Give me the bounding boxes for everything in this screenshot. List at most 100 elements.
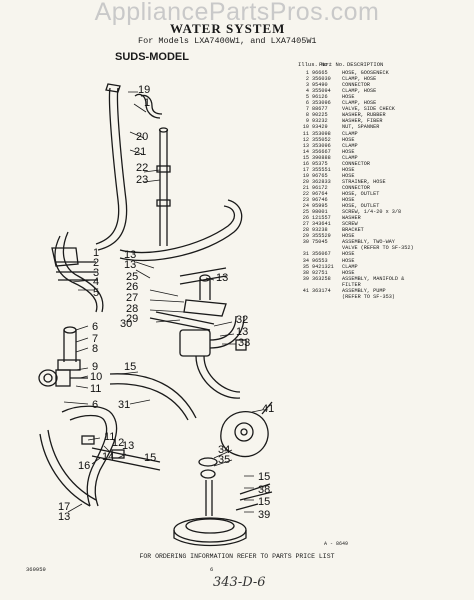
- part-number: 9421321: [312, 263, 334, 270]
- callout-17: 17: [58, 501, 70, 513]
- illus-number: 6: [305, 100, 309, 107]
- callout-26: 26: [126, 281, 138, 293]
- part-description: WASHER: [342, 215, 361, 222]
- part-number: 355094: [312, 88, 331, 95]
- illus-number: 4: [305, 88, 309, 95]
- part-description: VALVE, SIDE CHECK: [342, 106, 395, 113]
- illus-number: 16: [302, 160, 309, 167]
- parts-list-row: VALVE (REFER TO SF-352): [298, 245, 470, 251]
- callout-10: 10: [90, 371, 102, 383]
- callout-35: 35: [218, 454, 230, 466]
- part-description: ASSEMBLY, MANIFOLD &: [342, 275, 405, 282]
- two-way-valve-assembly: [149, 274, 247, 357]
- part-number: 98001: [312, 209, 328, 216]
- callout-1: 1: [144, 97, 150, 109]
- part-number: 390888: [312, 154, 331, 161]
- illus-number: 35: [302, 263, 309, 270]
- part-number: 93429: [312, 124, 328, 131]
- part-description: CONNECTOR: [342, 160, 371, 167]
- part-number: 93238: [312, 227, 328, 234]
- part-description: HOSE, GOOSENECK: [342, 70, 389, 77]
- part-number: 96746: [312, 197, 328, 204]
- callout-13f: 13: [58, 511, 70, 523]
- callout-12: 12: [112, 437, 124, 449]
- part-number: 362833: [312, 178, 331, 185]
- illus-number: 11: [302, 130, 309, 137]
- part-number: 96126: [312, 94, 328, 101]
- handwritten-note: 343-D-6: [213, 575, 266, 590]
- callout-14: 14: [102, 451, 114, 463]
- illus-number: 21: [302, 184, 309, 191]
- illus-number: 13: [302, 142, 309, 149]
- part-description: HOSE: [342, 148, 355, 155]
- callout-22: 22: [136, 162, 148, 174]
- callout-34: 34: [218, 444, 230, 456]
- part-description: CLAMP, HOSE: [342, 88, 377, 95]
- part-description: SCREW, 1/4-20 x 3/8: [342, 209, 402, 216]
- part-number: 121557: [312, 215, 331, 222]
- callout-28: 28: [126, 303, 138, 315]
- page-number: 6: [210, 566, 214, 573]
- callout-16: 16: [78, 460, 90, 472]
- check-valve-assembly: [38, 326, 88, 387]
- part-number: 355052: [312, 136, 331, 143]
- elbow-hose-top: [134, 93, 163, 119]
- part-description: CLAMP: [342, 263, 358, 270]
- callout-11b: 11: [104, 431, 115, 443]
- illus-number: 2: [305, 76, 309, 83]
- callout-25: 25: [126, 271, 138, 283]
- models-line: For Models LXA7400W1, and LXA7405W1: [138, 36, 317, 46]
- part-description: HOSE: [342, 269, 355, 276]
- part-number: 93232: [312, 118, 328, 125]
- callout-13c: 13: [216, 272, 228, 284]
- part-description: WASHER, FIBER: [342, 118, 383, 125]
- callout-32: 32: [236, 314, 248, 326]
- callout-8: 8: [92, 343, 98, 355]
- callout-13b: 13: [124, 259, 136, 271]
- illus-number: 1: [305, 70, 309, 77]
- callout-numbers: 19 1 20 21 22 23 1 2 3 4 5 13 13 25 26 2…: [58, 84, 274, 523]
- part-description: HOSE, OUTLET: [342, 203, 380, 210]
- illus-number: 31: [302, 251, 309, 258]
- part-description: ASSEMBLY, PUMP: [342, 287, 386, 294]
- callout-13e: 13: [122, 440, 134, 452]
- illus-number: 29: [302, 233, 309, 240]
- part-number: 353096: [312, 142, 331, 149]
- illus-number: 19: [302, 172, 309, 179]
- part-number: 353098: [312, 130, 331, 137]
- part-description: CONNECTOR: [342, 184, 371, 191]
- callout-31: 31: [118, 399, 130, 411]
- part-description: HOSE: [342, 136, 355, 143]
- callout-3: 3: [93, 267, 99, 279]
- illus-number: 23: [302, 197, 309, 204]
- part-description: HOSE: [342, 197, 355, 204]
- part-description: HOSE, OUTLET: [342, 190, 380, 197]
- part-number: 96665: [312, 70, 328, 77]
- callout-9: 9: [92, 361, 98, 373]
- part-description: CLAMP, HOSE: [342, 76, 377, 83]
- part-number: 355551: [312, 166, 331, 173]
- part-number: 95995: [312, 203, 328, 210]
- part-number: 96765: [312, 172, 328, 179]
- part-number: 96172: [312, 184, 328, 191]
- manifold-filter-assembly: [173, 457, 273, 547]
- part-description: CLAMP, HOSE: [342, 100, 377, 107]
- part-number: 353096: [312, 100, 331, 107]
- illus-number: 41: [302, 287, 309, 294]
- illus-number: 5: [305, 94, 309, 101]
